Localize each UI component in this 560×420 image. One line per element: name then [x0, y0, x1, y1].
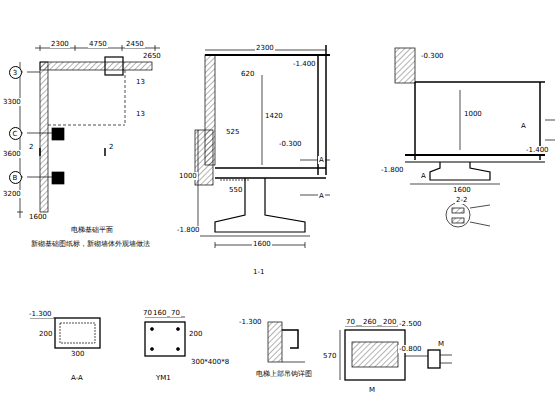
drawing-label: M	[368, 386, 376, 394]
drawing-label: -2.500	[398, 320, 423, 328]
drawing-label: 1-1	[252, 268, 265, 276]
drawing-label: -1.300	[28, 310, 53, 318]
drawing-label: -1.300	[238, 318, 263, 326]
axis-bubble: C	[9, 127, 22, 140]
drawing-label: 1600	[452, 186, 472, 194]
drawing-label: 2650	[142, 52, 162, 60]
drawing-label: 新砌基础图纸标，新砌墙体外观墙做法	[30, 240, 151, 248]
drawing-label: 电梯上部吊钩详图	[255, 370, 313, 378]
drawing-label: 1420	[264, 112, 284, 120]
axis-label: C	[13, 130, 18, 138]
drawing-label: A	[318, 192, 325, 200]
drawing-label: -0.800	[398, 345, 423, 353]
drawing-label: 1000	[463, 110, 483, 118]
drawing-label: A	[318, 156, 325, 164]
drawing-label: 200	[188, 330, 203, 338]
drawing-label: YM1	[155, 374, 172, 382]
drawing-label: 620	[240, 70, 255, 78]
drawing-label: 2300	[50, 40, 70, 48]
drawing-label: A	[420, 172, 427, 180]
drawing-label: -1.800	[176, 226, 201, 234]
drawing-label: 200	[38, 330, 53, 338]
drawing-label: 2-2	[455, 196, 468, 204]
drawing-label: M	[437, 340, 445, 348]
drawing-label: 3300	[2, 98, 22, 106]
drawing-label: 3600	[2, 150, 22, 158]
drawing-label: 电梯基础平面	[70, 226, 114, 234]
drawing-label: 70	[170, 309, 181, 317]
drawing-label: -1.400	[525, 146, 550, 154]
drawing-label: 260	[362, 318, 377, 326]
drawing-label: 2	[108, 143, 114, 151]
drawing-label: -1.400	[292, 60, 317, 68]
drawing-label: 1600	[28, 213, 48, 221]
axis-label: 3	[13, 69, 17, 77]
drawing-label: 1000	[178, 172, 198, 180]
drawing-label: 3200	[2, 190, 22, 198]
drawing-label: 13	[135, 110, 146, 118]
drawing-label: -0.300	[278, 140, 303, 148]
drawing-label: 70	[345, 318, 356, 326]
drawing-label: 525	[225, 128, 240, 136]
axis-bubble: 3	[9, 66, 22, 79]
drawing-label: A-A	[70, 374, 84, 382]
drawing-label: 2	[28, 143, 34, 151]
drawing-label: 200	[382, 318, 397, 326]
drawing-label: 2450	[125, 40, 145, 48]
drawing-label: 550	[228, 186, 243, 194]
drawing-label: 300*400*8	[190, 358, 230, 366]
drawing-label: -0.300	[420, 52, 445, 60]
drawing-label: 2300	[255, 44, 275, 52]
drawing-label: 13	[135, 78, 146, 86]
drawing-label: 570	[322, 352, 337, 360]
drawing-label: 300	[70, 350, 85, 358]
drawing-label: 160	[152, 309, 167, 317]
axis-bubble: B	[9, 171, 22, 184]
drawing-label: -1.800	[380, 166, 405, 174]
drawing-label: 1600	[252, 240, 272, 248]
drawing-label: 4750	[88, 40, 108, 48]
drawing-label: A	[520, 122, 527, 130]
axis-label: B	[13, 174, 18, 182]
